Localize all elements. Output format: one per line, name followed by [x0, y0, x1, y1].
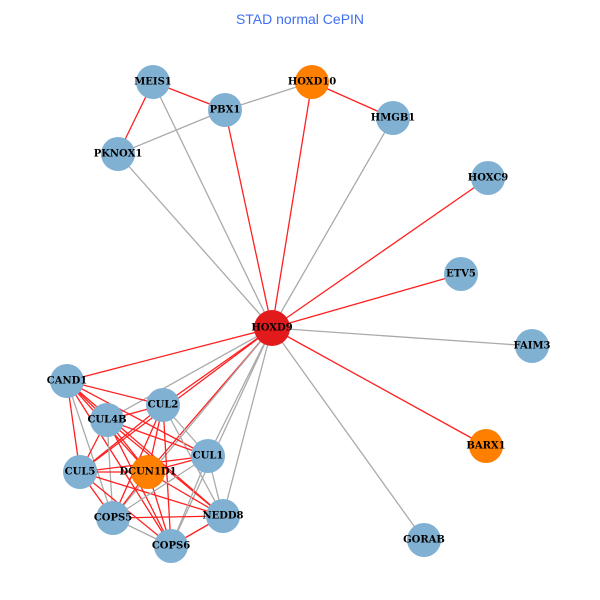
edge-FAIM3-HOXD9 [271, 327, 533, 347]
node-etv5[interactable]: ETV5 [444, 257, 478, 291]
node-label: CUL2 [148, 400, 179, 411]
edge-CUL4B-CUL1 [106, 419, 209, 457]
node-pbx1[interactable]: PBX1 [208, 93, 242, 127]
edge-CAND1-COPS6 [66, 380, 172, 547]
node-circle [101, 137, 135, 171]
edge-BARX1-HOXD9 [271, 327, 487, 447]
node-circle [208, 93, 242, 127]
edge-CAND1-NEDD8 [66, 380, 224, 517]
node-hoxd10[interactable]: HOXD10 [288, 65, 336, 99]
edge-CUL2-COPS6 [162, 404, 172, 547]
chart-title: STAD normal CePIN [235, 11, 365, 27]
node-label: GORAB [403, 535, 445, 546]
edge-CUL5-NEDD8 [79, 471, 224, 517]
node-circle [96, 501, 130, 535]
edge-GORAB-HOXD9 [271, 327, 425, 541]
node-label: PBX1 [210, 105, 241, 116]
node-pknox1[interactable]: PKNOX1 [94, 137, 143, 171]
node-label: CUL5 [65, 467, 96, 478]
node-cand1[interactable]: CAND1 [47, 364, 88, 398]
node-meis1[interactable]: MEIS1 [134, 65, 172, 99]
node-circle [515, 329, 549, 363]
node-circle [131, 455, 165, 489]
node-circle [154, 529, 188, 563]
node-nedd8[interactable]: NEDD8 [202, 499, 244, 533]
node-label: HOXD9 [251, 323, 292, 334]
node-label: HOXC9 [468, 173, 509, 184]
edge-ETV5-HOXD9 [271, 273, 462, 329]
node-label: HMGB1 [371, 113, 415, 124]
node-label: NEDD8 [202, 511, 243, 522]
node-cops6[interactable]: COPS6 [152, 529, 190, 563]
node-cul4b[interactable]: CUL4B [87, 403, 127, 437]
node-cops5[interactable]: COPS5 [94, 501, 132, 535]
node-label: DCUN1D1 [119, 467, 176, 478]
node-hmgb1[interactable]: HMGB1 [371, 101, 415, 135]
node-circle [376, 101, 410, 135]
node-hoxc9[interactable]: HOXC9 [468, 161, 509, 195]
node-circle [407, 523, 441, 557]
node-label: FAIM3 [514, 341, 551, 352]
node-dcun1d1[interactable]: DCUN1D1 [119, 455, 177, 489]
node-label: BARX1 [466, 441, 505, 452]
node-label: MEIS1 [134, 77, 172, 88]
edge-HMGB1-HOXD9 [271, 117, 394, 329]
node-circle [63, 455, 97, 489]
node-circle [191, 439, 225, 473]
node-label: CUL1 [193, 451, 224, 462]
edge-CAND1-COPS5 [66, 380, 114, 519]
node-cul2[interactable]: CUL2 [146, 388, 180, 422]
node-label: PKNOX1 [94, 149, 143, 160]
node-faim3[interactable]: FAIM3 [514, 329, 551, 363]
node-label: HOXD10 [288, 77, 336, 88]
node-circle [146, 388, 180, 422]
edge-HOXC9-HOXD9 [271, 177, 489, 329]
node-circle [444, 257, 478, 291]
node-label: COPS6 [152, 541, 190, 552]
edge-PBX1-PKNOX1 [117, 109, 226, 155]
edge-CAND1-HOXD9 [66, 327, 273, 382]
edge-COPS6-HOXD9 [170, 327, 273, 547]
edge-PKNOX1-HOXD9 [117, 153, 273, 329]
edge-CUL4B-HOXD9 [106, 327, 273, 421]
edge-CUL1-COPS5 [112, 455, 209, 519]
edge-PBX1-HOXD9 [224, 109, 273, 329]
node-label: CAND1 [47, 376, 88, 387]
node-circle [90, 403, 124, 437]
edge-NEDD8-HOXD9 [222, 327, 273, 517]
node-circle [469, 429, 503, 463]
node-circle [471, 161, 505, 195]
edge-CUL1-HOXD9 [207, 327, 273, 457]
node-circle [254, 310, 290, 346]
node-label: ETV5 [446, 269, 476, 280]
edge-HOXD10-HOXD9 [271, 81, 313, 329]
node-label: CUL4B [87, 415, 126, 426]
edge-MEIS1-HOXD9 [152, 81, 273, 329]
node-gorab[interactable]: GORAB [403, 523, 445, 557]
node-label: COPS5 [94, 513, 132, 524]
node-cul5[interactable]: CUL5 [63, 455, 97, 489]
node-cul1[interactable]: CUL1 [191, 439, 225, 473]
node-circle [206, 499, 240, 533]
edge-COPS5-NEDD8 [112, 515, 224, 519]
node-hoxd9[interactable]: HOXD9 [251, 310, 293, 346]
node-circle [50, 364, 84, 398]
node-circle [295, 65, 329, 99]
node-circle [136, 65, 170, 99]
node-barx1[interactable]: BARX1 [466, 429, 506, 463]
